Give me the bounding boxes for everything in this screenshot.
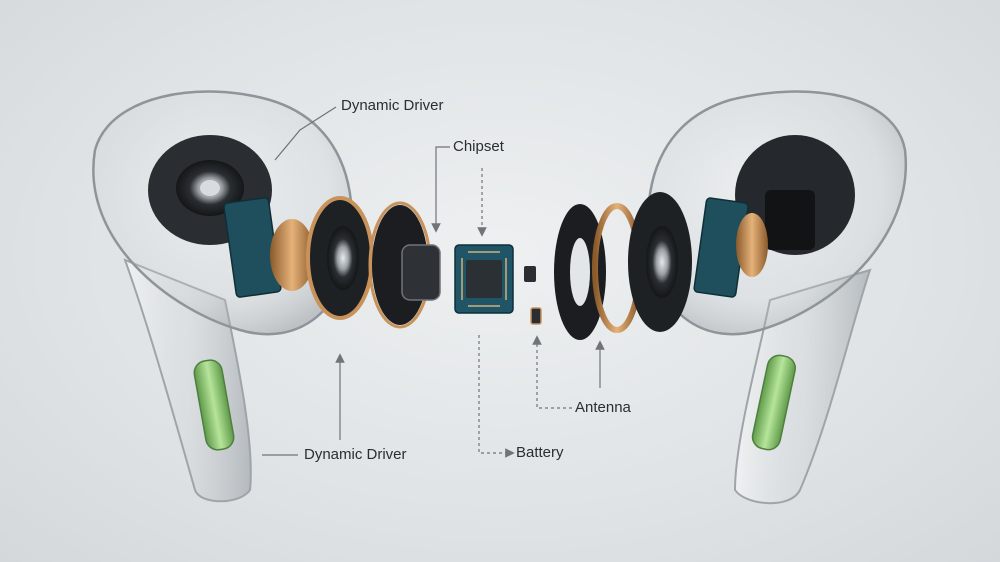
label-antenna: Antenna [575, 399, 631, 416]
left-copper-coil [270, 219, 314, 291]
left-battery-cell [193, 359, 235, 451]
left-magnet-block [401, 244, 441, 301]
right-earbud [628, 90, 908, 505]
left-earbud [92, 90, 374, 503]
small-component [524, 266, 536, 282]
label-dynamic-driver-bottom: Dynamic Driver [304, 446, 407, 463]
label-chipset: Chipset [453, 138, 504, 155]
leader-dynamic-driver-top [274, 106, 337, 161]
right-copper-coil [736, 213, 768, 277]
leader-chipset [431, 146, 450, 233]
center-components [368, 201, 642, 340]
label-battery: Battery [516, 444, 564, 461]
label-dynamic-driver-top: Dynamic Driver [341, 97, 444, 114]
leader-antenna [532, 335, 572, 409]
leader-battery [478, 335, 515, 458]
leader-lines [262, 106, 605, 458]
right-battery-cell [751, 354, 796, 451]
battery-cell-small [530, 307, 542, 325]
